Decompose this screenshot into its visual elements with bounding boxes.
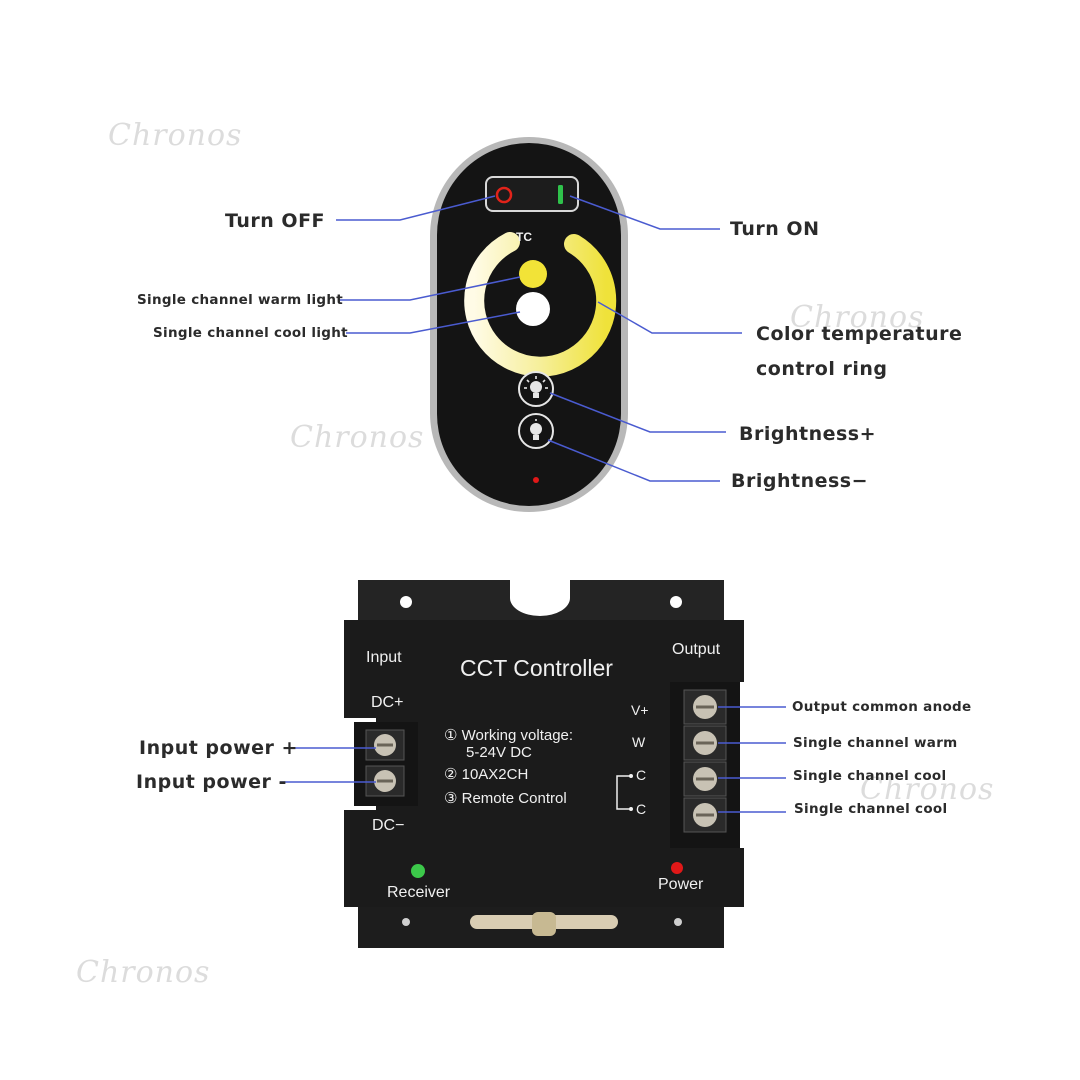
warm-light-button-icon: [519, 260, 547, 288]
controller-title: CCT Controller: [460, 655, 613, 681]
on-button-icon: [558, 185, 563, 204]
power-led-icon: [671, 862, 683, 874]
callout-output-cool: Single channel cool: [794, 801, 948, 817]
callout-turn-on: Turn ON: [730, 218, 820, 240]
callout-brightness-up: Brightness+: [739, 423, 877, 445]
terminal-vplus-label: V+: [631, 702, 649, 718]
indicator-led-icon: [533, 477, 539, 483]
cct-controller: [344, 580, 748, 948]
dc-plus-label: DC+: [371, 694, 404, 711]
spec-voltage-line1: ① Working voltage:: [444, 727, 574, 744]
mount-hole: [400, 596, 412, 608]
receiver-led-icon: [411, 864, 425, 878]
remote-logo: TC: [516, 230, 532, 244]
color-temperature-ring: [464, 232, 617, 377]
callout-ring-line1: Color temperature: [756, 323, 963, 345]
terminal-w-label: W: [632, 734, 646, 750]
watermark: Chronos: [108, 118, 243, 153]
watermark: Chronos: [860, 772, 995, 807]
callout-output-cool: Single channel cool: [793, 768, 947, 784]
watermark: Chronos: [290, 420, 425, 455]
watermark: Chronos: [76, 955, 211, 990]
power-switch-panel: [485, 176, 579, 212]
output-label: Output: [672, 641, 721, 658]
output-terminal-screws: [683, 689, 727, 833]
callout-cool-light: Single channel cool light: [153, 325, 348, 341]
callout-turn-off: Turn OFF: [225, 210, 326, 232]
callout-input-plus: Input power +: [139, 737, 298, 759]
callout-output-warm: Single channel warm: [793, 735, 958, 751]
mount-hole: [670, 596, 682, 608]
brightness-down-icon: [518, 413, 554, 449]
callout-warm-light: Single channel warm light: [137, 292, 344, 308]
callout-input-minus: Input power -: [136, 771, 287, 793]
cool-light-button-icon: [516, 292, 550, 326]
receiver-label: Receiver: [387, 884, 451, 901]
callout-output-anode: Output common anode: [792, 699, 972, 715]
off-button-icon: [495, 186, 513, 204]
terminal-c2-label: C: [636, 801, 647, 817]
terminal-c1-label: C: [636, 767, 647, 783]
remote-callout-lines: [336, 195, 742, 482]
spec-remote: ③ Remote Control: [444, 790, 567, 807]
controller-callout-lines: [280, 706, 786, 813]
remote-control: [430, 137, 628, 512]
watermark: Chronos: [790, 300, 925, 335]
input-label: Input: [366, 649, 402, 666]
callout-brightness-down: Brightness−: [731, 470, 869, 492]
spec-voltage-line2: 5-24V DC: [466, 744, 532, 761]
spec-current: ② 10AX2CH: [444, 766, 529, 783]
callout-ring-line2: control ring: [756, 358, 888, 380]
brightness-up-icon: [518, 371, 554, 407]
common-bracket: [616, 775, 630, 810]
power-label: Power: [658, 876, 704, 893]
dc-minus-label: DC−: [372, 817, 405, 834]
